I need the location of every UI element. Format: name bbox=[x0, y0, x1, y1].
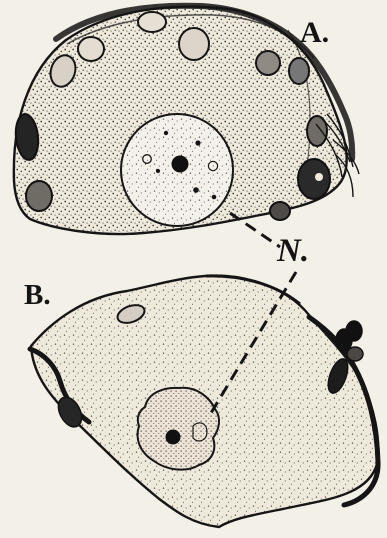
label-b: B. bbox=[24, 281, 51, 310]
cell-a-nucleolus bbox=[172, 156, 189, 173]
label-a: A. bbox=[300, 18, 329, 48]
cell-b bbox=[30, 276, 378, 527]
label-n: N. bbox=[277, 235, 309, 268]
cell-b-nucleolus bbox=[166, 430, 181, 445]
